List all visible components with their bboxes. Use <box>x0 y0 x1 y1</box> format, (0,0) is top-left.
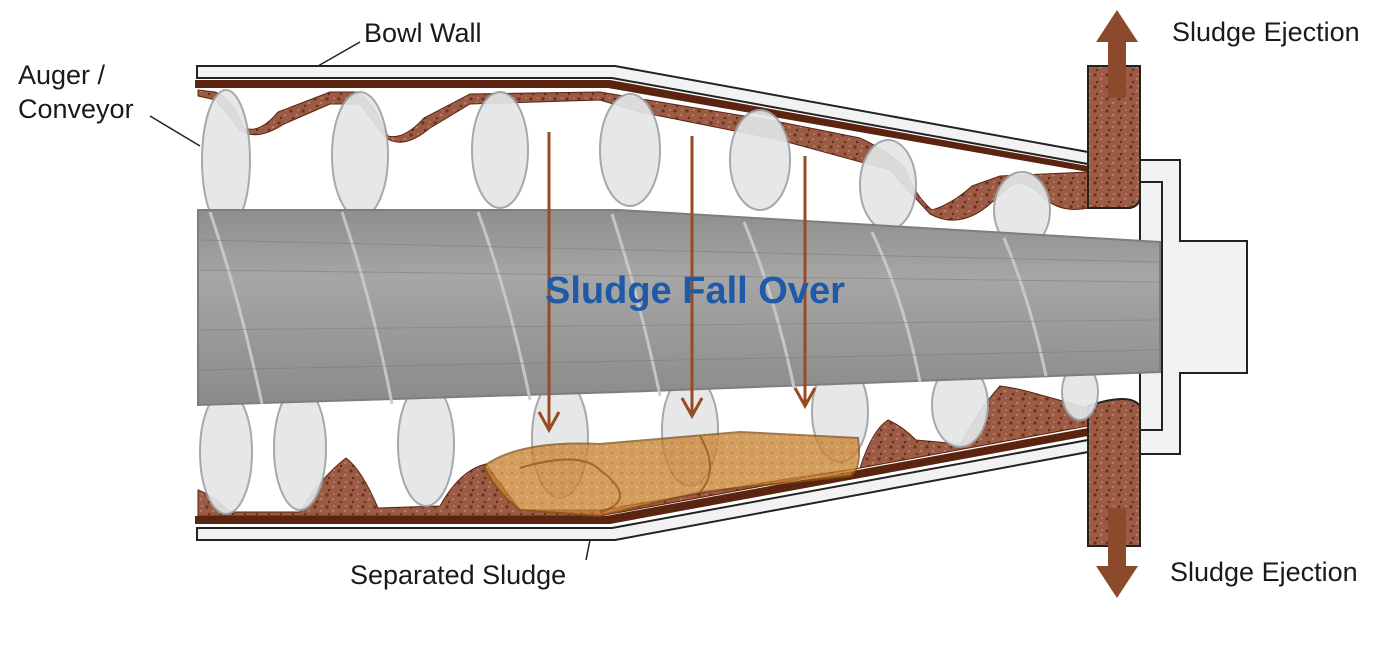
arrow-down-icon <box>793 156 817 410</box>
sludge-fall-arrows <box>537 132 817 434</box>
label-sludge-fall-over: Sludge Fall Over <box>545 270 845 312</box>
label-auger-line1: Auger / <box>18 60 106 90</box>
discharge-hub <box>1139 159 1248 455</box>
auger-flights-back <box>199 89 1099 515</box>
auger-shaft <box>197 209 1161 407</box>
arrow-down-icon <box>537 132 561 434</box>
label-auger-line2: Conveyor <box>18 94 134 124</box>
label-separated-sludge: Separated Sludge <box>350 560 567 590</box>
leader-lines <box>149 41 591 561</box>
label-ejection-bottom: Sludge Ejection <box>1170 557 1358 587</box>
ejection-port-bottom <box>1087 398 1141 547</box>
arrow-down-icon <box>1096 508 1138 598</box>
separated-sludge-mass <box>482 430 860 518</box>
arrow-up-icon <box>1096 10 1138 98</box>
arrow-down-icon <box>680 136 704 420</box>
label-ejection-top: Sludge Ejection <box>1172 17 1360 47</box>
label-bowl-wall: Bowl Wall <box>364 18 482 48</box>
ejection-port-top <box>1087 65 1141 209</box>
